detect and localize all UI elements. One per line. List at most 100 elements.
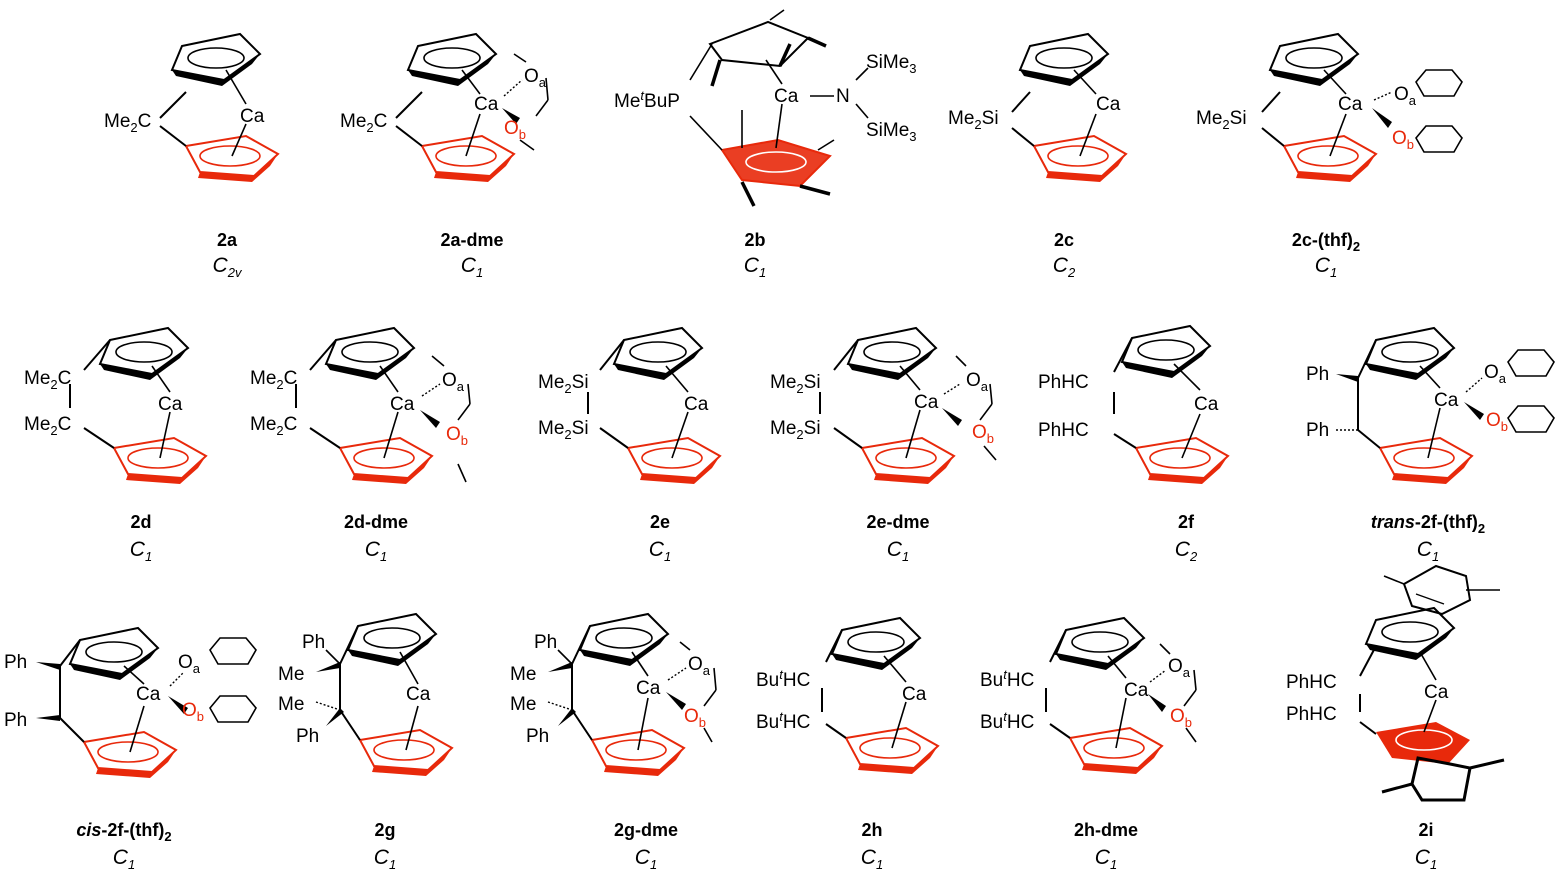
methyl-2: Me [278,694,304,715]
compound-name: trans-2f-(thf)2 [1371,512,1485,536]
bridge-2-label: ButHC [756,709,810,733]
structure-2e: Me2Si Me2Si Ca [538,327,721,485]
metal-label: Ca [684,394,709,415]
phenyl-2: Ph [526,726,549,747]
oxygen-b: Ob [684,706,706,730]
oxygen-a: Oa [524,66,547,90]
point-group: C1 [1095,846,1117,872]
oxygen-a: Oa [966,370,989,394]
phenyl-1: Ph [302,632,325,653]
compound-name: 2c-(thf)2 [1292,230,1360,254]
point-group: C1 [887,538,909,564]
bridge-2-label: PhHC [1286,704,1337,725]
metal-label: Ca [774,86,799,107]
compound-name: 2h-dme [1074,820,1138,840]
oxygen-b: Ob [446,424,468,448]
bridge-1-label: Me2C [24,368,71,392]
structure-2e-dme: Me2Si Me2Si Ca Oa Ob [770,327,997,485]
metal-label: Ca [902,684,927,705]
bridge-label: Me2C [340,111,387,135]
compound-name: 2g [374,820,395,840]
metal-label: Ca [1194,394,1219,415]
point-group: C1 [744,254,766,280]
compound-name: 2d-dme [344,512,408,532]
point-group: C1 [461,254,483,280]
compound-name: 2h [861,820,882,840]
bridge-1-label: Me2Si [538,372,589,396]
metal-label: Ca [136,684,161,705]
point-group: C1 [861,846,883,872]
compound-name: 2e-dme [866,512,929,532]
silyl-2: SiMe3 [866,120,917,144]
nitrogen-label: N [836,86,850,107]
captions: 2a C2v 2a-dme C1 2b C1 2c C2 2c-(thf)2 C… [76,230,1485,872]
metal-label: Ca [636,678,661,699]
bridge-2-label: ButHC [980,709,1034,733]
structure-2f: PhHC PhHC Ca [1038,325,1229,485]
point-group: C1 [130,538,152,564]
bridge-1-label: Me2C [250,368,297,392]
structure-2i: PhHC PhHC Ca [1286,564,1505,802]
metal-label: Ca [158,394,183,415]
structure-2h: ButHC ButHC Ca [756,617,939,775]
compound-name: 2g-dme [614,820,678,840]
phosphine-label: MetBuP [614,88,680,112]
point-group: C1 [365,538,387,564]
bridge-2-label: Me2C [250,414,297,438]
point-group: C1 [1315,254,1337,280]
bridge-1-label: ButHC [980,667,1034,691]
structure-2a: Me2C Ca [104,33,279,183]
metal-label: Ca [1434,390,1459,411]
point-group: C1 [113,846,135,872]
structure-2g-dme: Ph Me Me Ph Ca Oa Ob [510,613,717,777]
bridge-label: Me2Si [1196,108,1247,132]
point-group: C1 [635,846,657,872]
metal-label: Ca [1338,94,1363,115]
compound-name: 2e [650,512,670,532]
structure-2d: Me2C Me2C Ca [24,327,207,485]
metal-label: Ca [914,392,939,413]
phenyl-2: Ph [1306,420,1329,441]
bridge-2-label: Me2Si [770,418,821,442]
bridge-2-label: Me2Si [538,418,589,442]
oxygen-b: Ob [182,700,204,724]
oxygen-b: Ob [504,118,526,142]
metal-label: Ca [406,684,431,705]
bridge-label: Me2C [104,111,151,135]
point-group: C1 [649,538,671,564]
compound-name: 2i [1418,820,1433,840]
compound-name: 2b [744,230,765,250]
metal-label: Ca [1124,680,1149,701]
point-group: C2 [1053,254,1076,280]
methyl-2: Me [510,694,536,715]
oxygen-a: Oa [1484,362,1507,386]
metal-label: Ca [1424,682,1449,703]
metal-label: Ca [390,394,415,415]
silyl-1: SiMe3 [866,52,917,76]
compound-name: 2a-dme [440,230,503,250]
compound-name: 2a [217,230,238,250]
phenyl-2: Ph [4,710,27,731]
compound-name: cis-2f-(thf)2 [76,820,171,844]
oxygen-a: Oa [178,652,201,676]
phenyl-1: Ph [4,652,27,673]
bridge-1-label: Me2Si [770,372,821,396]
phenyl-1: Ph [534,632,557,653]
oxygen-a: Oa [1394,84,1417,108]
bridge-1-label: ButHC [756,667,810,691]
oxygen-b: Ob [972,422,994,446]
bridge-2-label: Me2C [24,414,71,438]
structure-2a-dme: Me2C Ca Oa Ob [340,33,549,183]
oxygen-a: Oa [688,654,711,678]
structure-2g: Ph Me Me Ph Ca [278,613,453,777]
structure-cis-2f-thf2: Ph Ph Ca Oa Ob [4,627,257,779]
oxygen-b: Ob [1392,128,1414,152]
compound-name: 2d [130,512,151,532]
oxygen-a: Oa [1168,656,1191,680]
oxygen-b: Ob [1170,706,1192,730]
bridge-label: Me2Si [948,108,999,132]
structure-2b: MetBuP Ca N SiMe3 SiMe3 [614,9,917,207]
metal-label: Ca [240,106,265,127]
phenyl-1: Ph [1306,364,1329,385]
